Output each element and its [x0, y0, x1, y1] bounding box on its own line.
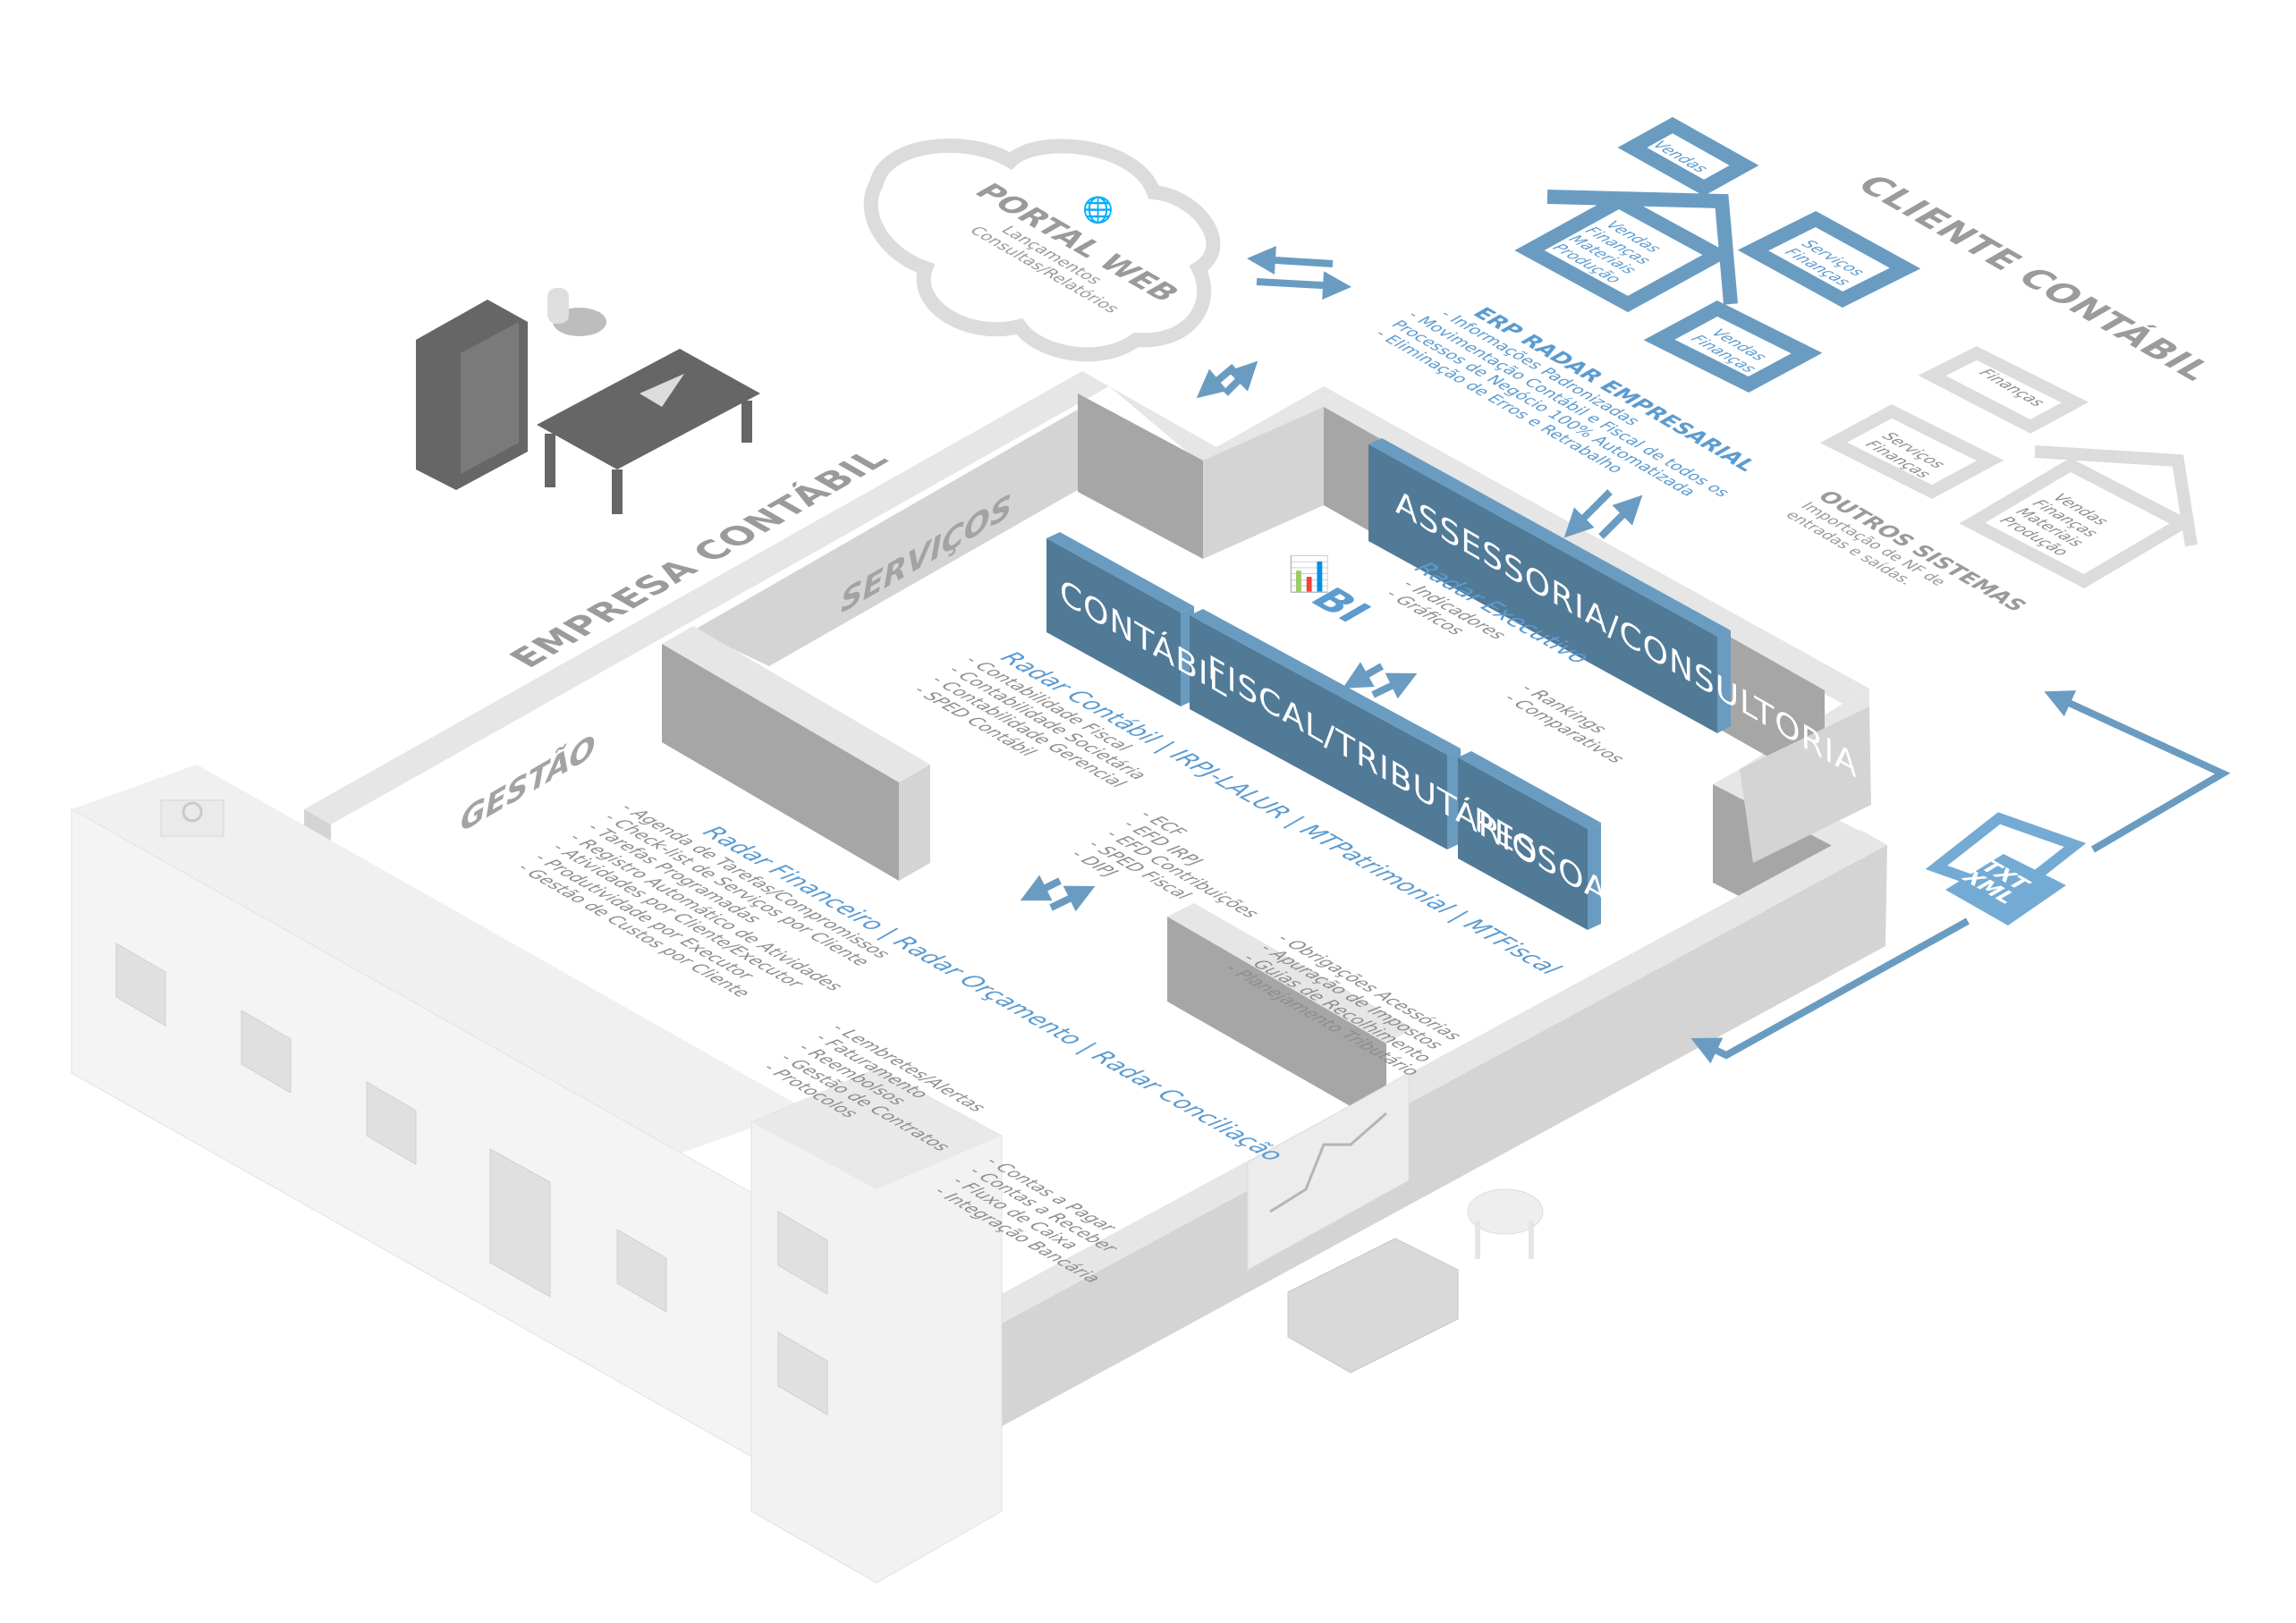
erp-box-vendas [1617, 116, 1759, 197]
erp-box-factory [1514, 192, 1733, 313]
arrow-bi-up [1371, 672, 1418, 699]
side-table [1467, 1188, 1544, 1235]
pessoal-block-face [1458, 757, 1588, 930]
bookshelf-inner [461, 322, 519, 474]
assessoria-block-top [1368, 438, 1731, 637]
outros-box-vendas-roof [2034, 445, 2198, 547]
contabil-block-face [1046, 538, 1181, 706]
building-tower-roof [751, 1069, 1002, 1189]
whiteboard [1247, 1072, 1410, 1271]
arrow-erp-up [1598, 495, 1643, 539]
building-roof [72, 765, 805, 1154]
wall-right-outer [1740, 706, 1871, 863]
partition-face-light [899, 765, 930, 881]
arrow-fin-up [1049, 885, 1096, 912]
partition-top [662, 626, 930, 782]
window-icon [777, 1211, 828, 1295]
arrow-file-up [2044, 690, 2231, 853]
wall-back-right-face-1 [1078, 393, 1203, 559]
wall-front-right-top [975, 830, 1887, 1323]
arrow-cloud-up [1223, 360, 1258, 396]
wall-back-right-top [1082, 371, 1869, 704]
office-building [71, 765, 1003, 1584]
assessoria-block-side [1717, 630, 1731, 733]
erp-box-factory-roof [1546, 190, 1738, 305]
office-furniture [416, 288, 760, 514]
fiscal-block-side [1447, 748, 1461, 850]
wall-front-right-face [1002, 845, 1887, 1426]
arrow-fin-down [1020, 875, 1062, 901]
laptop-icon [640, 374, 684, 407]
front-inner-wall-top [1167, 903, 1413, 1044]
erp-box-vendas-financas [1643, 300, 1823, 393]
outros-box-financas [1918, 346, 2089, 434]
arrow-portal-right [1256, 271, 1351, 300]
sofa [1287, 1238, 1459, 1374]
desk-top [537, 349, 760, 469]
outros-frames [1819, 346, 2198, 589]
ac-fan-icon [182, 801, 203, 823]
whiteboard-chart-line [1269, 1112, 1387, 1213]
erp-frames [1514, 116, 1921, 393]
file-badge [1925, 812, 2087, 926]
assessoria-block-face [1368, 444, 1717, 733]
partition-face-dark [662, 644, 899, 881]
globe-icon: 🌐 [1082, 195, 1114, 224]
module-blocks [1046, 438, 1731, 930]
door-icon [489, 1148, 551, 1298]
outros-box-servicos [1819, 404, 2004, 499]
lounge-area [1247, 1072, 1544, 1374]
file-badge-plate [1945, 854, 2066, 926]
arrow-portal-left [1247, 246, 1334, 275]
arrow-file-down [1690, 917, 1970, 1064]
arrow-bi-down [1343, 662, 1384, 689]
wall-back-right-face-2 [1203, 407, 1324, 559]
front-inner-wall-face [1167, 917, 1386, 1127]
contabil-block-top [1046, 532, 1194, 613]
fiscal-block-face [1190, 615, 1447, 850]
window-icon [241, 1010, 292, 1094]
tablet-chart-touch-icon: 📊 [1288, 554, 1331, 594]
office-chair-back [547, 288, 569, 324]
portal-cloud [863, 138, 1221, 362]
erp-box-servicos [1737, 210, 1921, 309]
fiscal-block-top [1190, 609, 1461, 755]
wall-back-left-top [304, 371, 1109, 824]
pessoal-block-side [1588, 823, 1601, 930]
window-icon [366, 1081, 417, 1165]
window-icon [616, 1229, 667, 1313]
pessoal-block-top [1458, 751, 1601, 829]
arrow-erp-down [1563, 489, 1613, 538]
window-icon [115, 943, 166, 1027]
window-icon [777, 1331, 828, 1416]
wall-back-left-face [693, 407, 1082, 666]
ac-unit [160, 799, 225, 837]
connector-arrows [1020, 246, 2231, 1064]
building-windows [115, 943, 828, 1416]
